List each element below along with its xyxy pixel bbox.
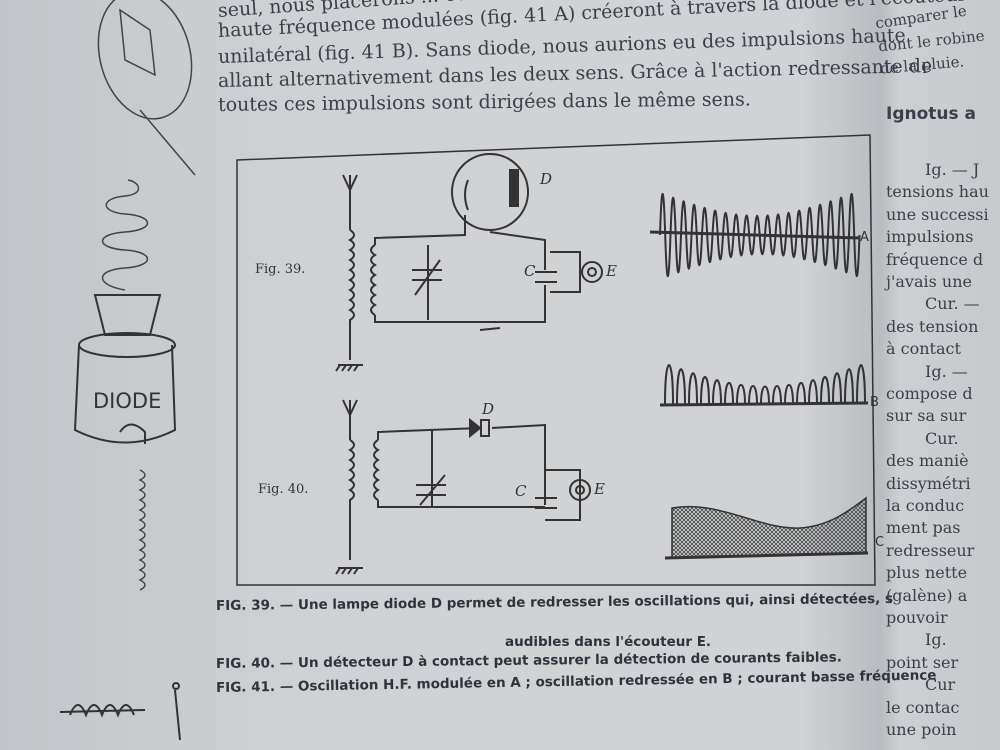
right-column-line: sur sa sur	[886, 406, 967, 426]
right-column-line: fréquence d	[886, 249, 984, 269]
label-a: A	[860, 230, 869, 245]
right-column-line: Ig. —	[925, 361, 968, 381]
right-column-line: la conduc	[886, 496, 965, 515]
label-e-fig40: E	[594, 480, 605, 498]
waveform-a	[649, 193, 861, 277]
right-column-line: Cur.	[925, 428, 959, 448]
label-c-fig40: C	[515, 482, 527, 500]
label-c-fig39: C	[524, 262, 536, 280]
right-column-line: pouvoir	[886, 608, 948, 627]
eye-lens-drawing	[97, 0, 196, 176]
right-column-line: (galène) a	[886, 585, 968, 605]
section-heading: Ignotus a	[886, 104, 977, 124]
waveform-b	[659, 364, 869, 407]
right-column-line: une successi	[886, 204, 989, 224]
right-column-line: des tension	[886, 316, 979, 336]
waveform-c	[664, 496, 869, 560]
fig39-circuit	[335, 153, 603, 372]
fig40-label: Fig. 40.	[258, 482, 309, 497]
right-column-line: Ig.	[925, 630, 947, 650]
right-column-line: impulsions	[886, 227, 974, 247]
caption-fig39-cont: audibles dans l'écouteur E.	[505, 634, 712, 650]
right-column-line: point ser	[886, 652, 959, 672]
label-b: B	[870, 395, 879, 410]
cartoon-illustration: DIODE	[59, 0, 196, 741]
right-column-line: redresseur	[886, 540, 975, 560]
label-d-fig39: D	[540, 170, 553, 188]
diode-pot-drawing	[73, 294, 177, 444]
right-column-line: compose d	[886, 384, 973, 403]
label-e-fig39: E	[606, 262, 617, 280]
figure-frame	[236, 134, 876, 586]
right-column-line: Cur	[925, 675, 956, 695]
right-column-line: dissymétri	[886, 473, 971, 493]
diode-label: DIODE	[93, 389, 161, 413]
right-column-line: plus nette	[886, 563, 968, 583]
steam-spiral-drawing	[102, 179, 148, 291]
right-column-line: Cur. —	[925, 294, 980, 314]
label-c-wave: C	[875, 535, 885, 550]
right-column-line: le contac	[886, 697, 960, 717]
label-d-fig40: D	[482, 400, 495, 418]
coil-drawing	[59, 682, 181, 741]
drip-wave-drawing	[138, 469, 146, 591]
right-column-line: tensions hau	[886, 182, 989, 202]
right-column-line: une poin	[886, 720, 957, 739]
right-column-line: ment pas	[886, 518, 961, 538]
right-column-line: à contact	[886, 339, 961, 359]
fig39-label: Fig. 39.	[255, 262, 306, 277]
fig40-circuit	[335, 399, 591, 575]
right-column-line: Ig. — J	[925, 160, 980, 179]
right-column-line: des maniè	[886, 451, 969, 471]
right-column-line: j'avais une	[886, 272, 972, 291]
